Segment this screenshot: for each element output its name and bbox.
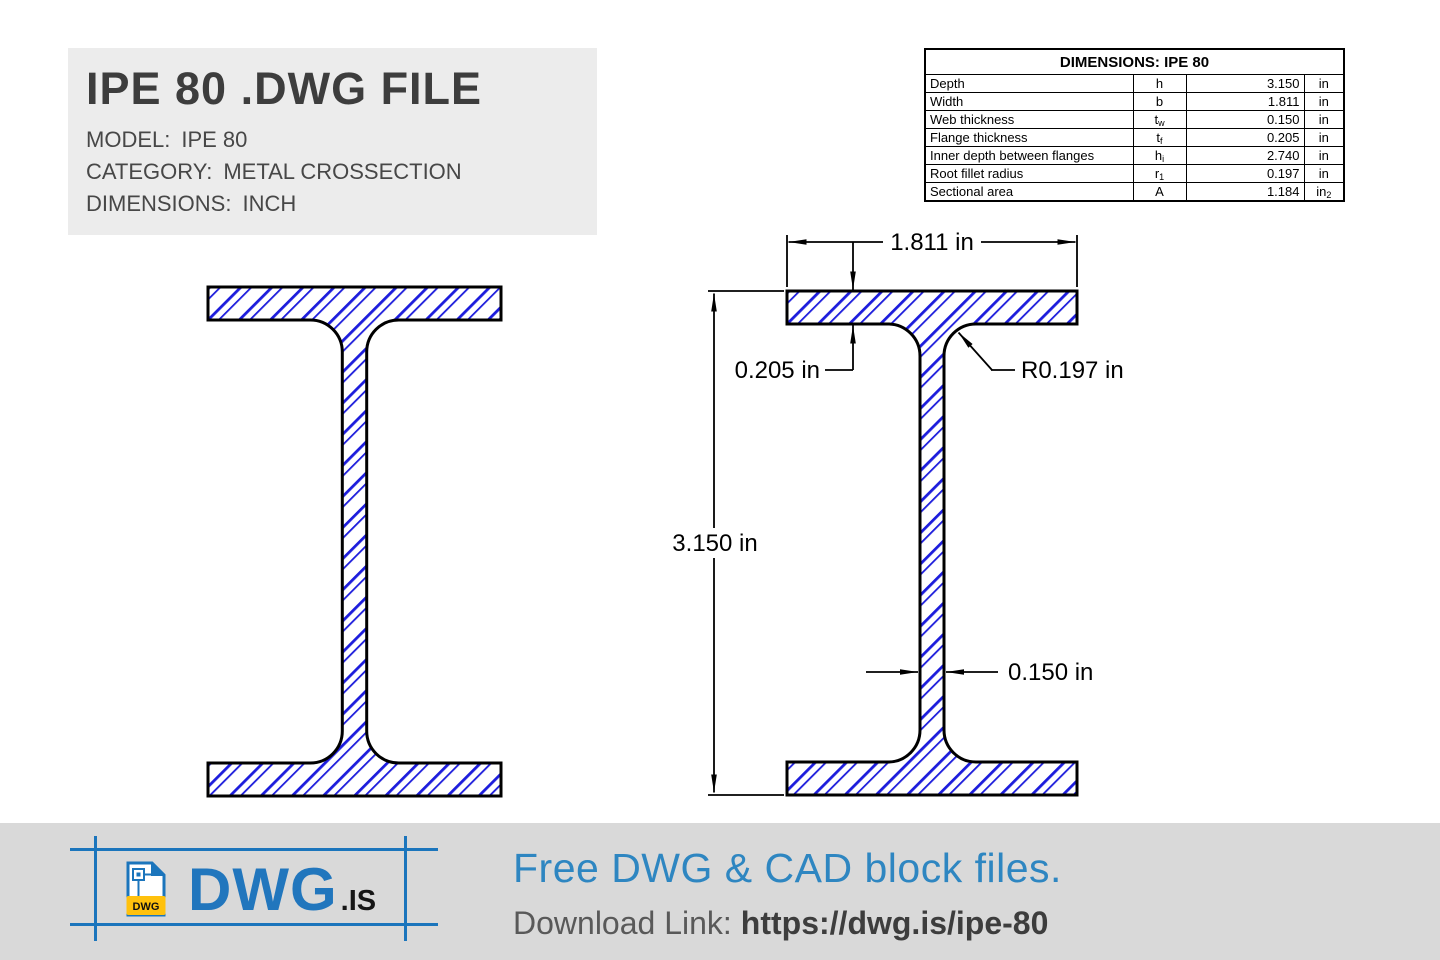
footer-banner (0, 823, 1440, 960)
table-cell-name: Sectional area (924, 182, 1134, 202)
table-row: Flange thickness tf 0.205 in (924, 128, 1345, 147)
crop-mark-line-right (404, 836, 407, 941)
brand-wordmark: DWG.IS (188, 860, 377, 934)
table-cell-symbol: r1 (1132, 164, 1187, 183)
root-fillet-dimension (957, 331, 1015, 371)
ibeam-crossection-plain (206, 285, 503, 798)
crop-mark-line-top (70, 848, 438, 851)
table-row: Sectional area A 1.184 in2 (924, 182, 1345, 202)
table-cell-value: 0.150 (1185, 110, 1305, 129)
table-cell-value: 2.740 (1185, 146, 1305, 165)
table-cell-unit: in (1303, 128, 1345, 147)
meta-model-value: IPE 80 (181, 127, 248, 153)
table-cell-value: 0.205 (1185, 128, 1305, 147)
table-cell-name: Inner depth between flanges (924, 146, 1134, 165)
table-cell-unit: in2 (1303, 182, 1345, 202)
table-row: Root fillet radius r1 0.197 in (924, 164, 1345, 183)
download-label: Download Link: (513, 905, 732, 941)
table-cell-name: Root fillet radius (924, 164, 1134, 183)
meta-dimensions-label: DIMENSIONS: (86, 191, 232, 217)
table-cell-unit: in (1303, 110, 1345, 129)
meta-dimensions: DIMENSIONS: INCH (86, 188, 579, 220)
flange-thickness-label: 0.205 in (735, 357, 820, 384)
table-cell-name: Width (924, 92, 1134, 111)
dimensions-table-title: DIMENSIONS: IPE 80 (924, 48, 1345, 75)
table-cell-unit: in (1303, 74, 1345, 93)
table-cell-value: 1.184 (1185, 182, 1305, 202)
download-url[interactable]: https://dwg.is/ipe-80 (740, 905, 1049, 941)
root-fillet-label: R0.197 in (1021, 357, 1124, 384)
ibeam-outline (206, 285, 503, 798)
table-row: Depth h 3.150 in (924, 74, 1345, 93)
table-cell-value: 3.150 (1185, 74, 1305, 93)
meta-model: MODEL: IPE 80 (86, 124, 579, 156)
table-cell-symbol: tw (1132, 110, 1187, 129)
table-cell-name: Flange thickness (924, 128, 1134, 147)
table-row: Web thickness tw 0.150 in (924, 110, 1345, 129)
width-dimension (786, 235, 1078, 287)
table-cell-unit: in (1303, 92, 1345, 111)
depth-dimension (708, 290, 784, 796)
brand-is-suffix: .IS (340, 885, 377, 917)
table-row: Width b 1.811 in (924, 92, 1345, 111)
dimensions-table: DIMENSIONS: IPE 80 Depth h 3.150 in Widt… (924, 48, 1346, 202)
ibeam-crossection-dimensioned: 1.811 in 0.205 in R0.197 in 3.150 in 0.1… (672, 229, 1124, 797)
table-cell-value: 0.197 (1185, 164, 1305, 183)
meta-model-label: MODEL: (86, 127, 171, 153)
brand-dwg-text: DWG (188, 856, 338, 923)
table-cell-unit: in (1303, 164, 1345, 183)
width-dimension-label: 1.811 in (890, 229, 974, 256)
table-cell-symbol: b (1132, 92, 1187, 111)
table-cell-symbol: A (1132, 182, 1187, 202)
table-cell-unit: in (1303, 146, 1345, 165)
title-meta: MODEL:IPE 80 CATEGORY:METAL CROSSECTION … (86, 124, 579, 220)
crop-mark-line-left (94, 836, 97, 941)
table-row: Inner depth between flanges hi 2.740 in (924, 146, 1345, 165)
table-cell-name: Depth (924, 74, 1134, 93)
table-cell-name: Web thickness (924, 110, 1134, 129)
footer-tagline: Free DWG & CAD block files. (513, 845, 1062, 891)
table-cell-symbol: h (1132, 74, 1187, 93)
crop-mark-line-bottom (70, 923, 438, 926)
table-cell-symbol: tf (1132, 128, 1187, 147)
dwg-file-icon: DWG (126, 861, 166, 917)
page-title: IPE 80 .DWG FILE (86, 63, 483, 114)
title-card: IPE 80 .DWG FILE MODEL: IPE 80 CATEGORY: M… (68, 48, 597, 235)
table-cell-value: 1.811 (1185, 92, 1305, 111)
ibeam-outline (785, 289, 1079, 797)
meta-category-label: CATEGORY: (86, 159, 213, 185)
meta-category-value: METAL CROSSECTION (223, 159, 462, 185)
flange-thickness-dimension (825, 242, 856, 371)
table-cell-symbol: hi (1132, 146, 1187, 165)
download-line: Download Link:https://dwg.is/ipe-80 (513, 905, 1048, 942)
meta-dimensions-value: INCH (242, 191, 297, 217)
meta-category: CATEGORY: METAL CROSSECTION (86, 156, 579, 188)
web-thickness-label: 0.150 in (1008, 659, 1093, 686)
depth-dimension-label: 3.150 in (672, 530, 757, 557)
dwg-file-icon-label: DWG (133, 901, 160, 913)
